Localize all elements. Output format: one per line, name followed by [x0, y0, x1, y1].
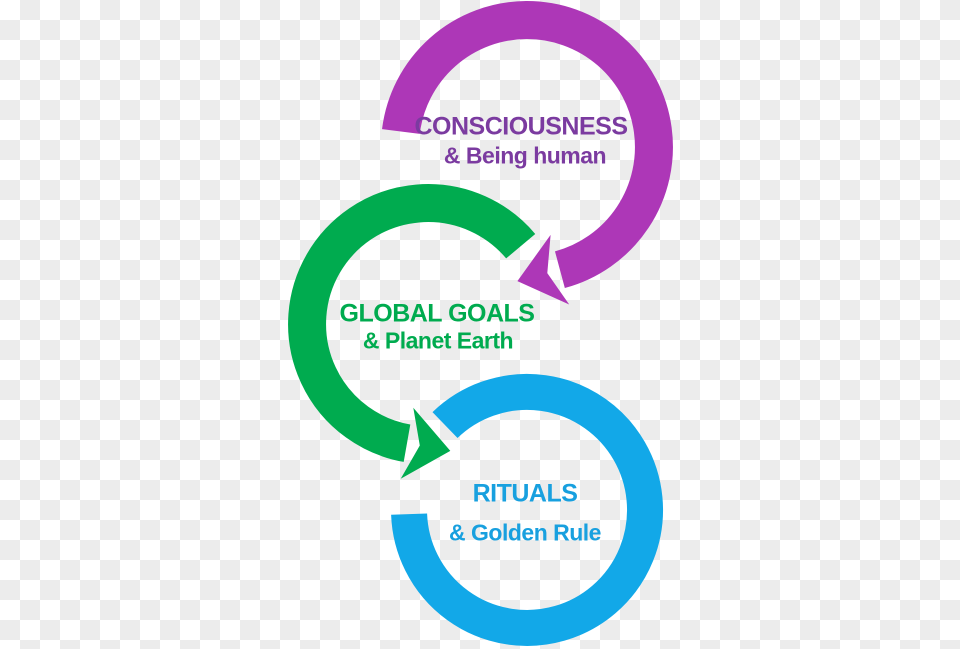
global-goals-title: GLOBAL GOALS	[339, 299, 535, 328]
global-goals-arrowhead-icon	[400, 407, 451, 479]
consciousness-arc	[382, 1, 673, 289]
consciousness-subtitle: & Being human	[443, 142, 607, 169]
rituals-arc	[391, 373, 663, 646]
consciousness-title: CONSCIOUSNESS	[414, 112, 628, 141]
rituals-title: RITUALS	[472, 479, 578, 508]
global-goals-subtitle: & Planet Earth	[362, 327, 514, 354]
rituals-subtitle: & Golden Rule	[449, 519, 601, 546]
consciousness-arrowhead-icon	[517, 234, 570, 305]
global-goals-arc	[288, 184, 536, 462]
